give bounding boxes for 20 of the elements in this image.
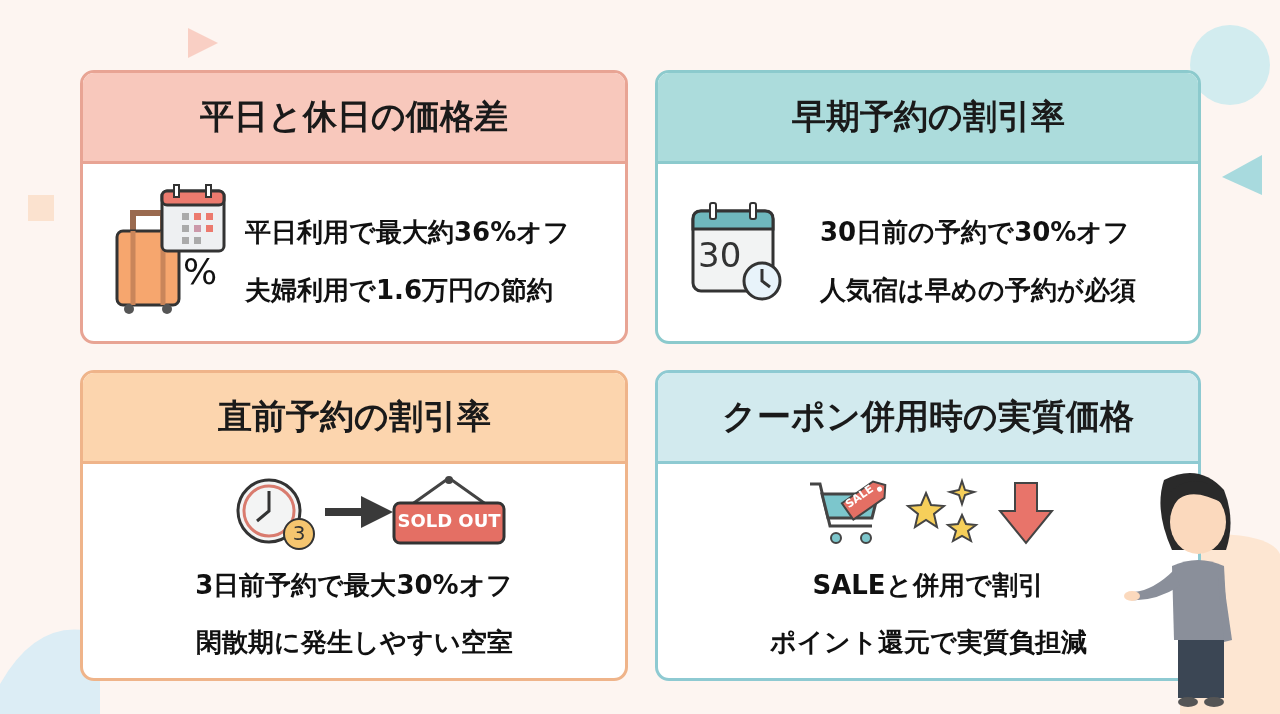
badge-number: 3 [291, 521, 307, 545]
card-text: 3日前予約で最大30%オフ [194, 569, 514, 602]
card-title: クーポン併用時の実質価格 [722, 395, 1134, 438]
info-card [655, 70, 1201, 344]
card-text: 人気宿は早めの予約が必須 [820, 274, 1136, 307]
card-text: 30日前の予約で30%オフ [820, 216, 1131, 249]
calendar-date: 30 [698, 235, 742, 275]
card-title: 直前予約の割引率 [217, 395, 491, 438]
card-title: 平日と休日の価格差 [200, 95, 508, 138]
info-card [80, 70, 628, 344]
card-title: 早期予約の割引率 [791, 95, 1065, 138]
card-text: SALEと併用で割引 [811, 569, 1045, 602]
info-card [80, 370, 628, 681]
percent-sign: % [183, 251, 218, 292]
card-text: ポイント還元で実質負担減 [768, 626, 1088, 659]
sign-text: SOLD OUT [396, 510, 502, 531]
card-text: 平日利用で最大約36%オフ [245, 216, 571, 249]
card-text: 閑散期に発生しやすい空室 [194, 626, 514, 659]
info-card [655, 370, 1201, 681]
card-text: 夫婦利用で1.6万円の節約 [245, 274, 554, 307]
